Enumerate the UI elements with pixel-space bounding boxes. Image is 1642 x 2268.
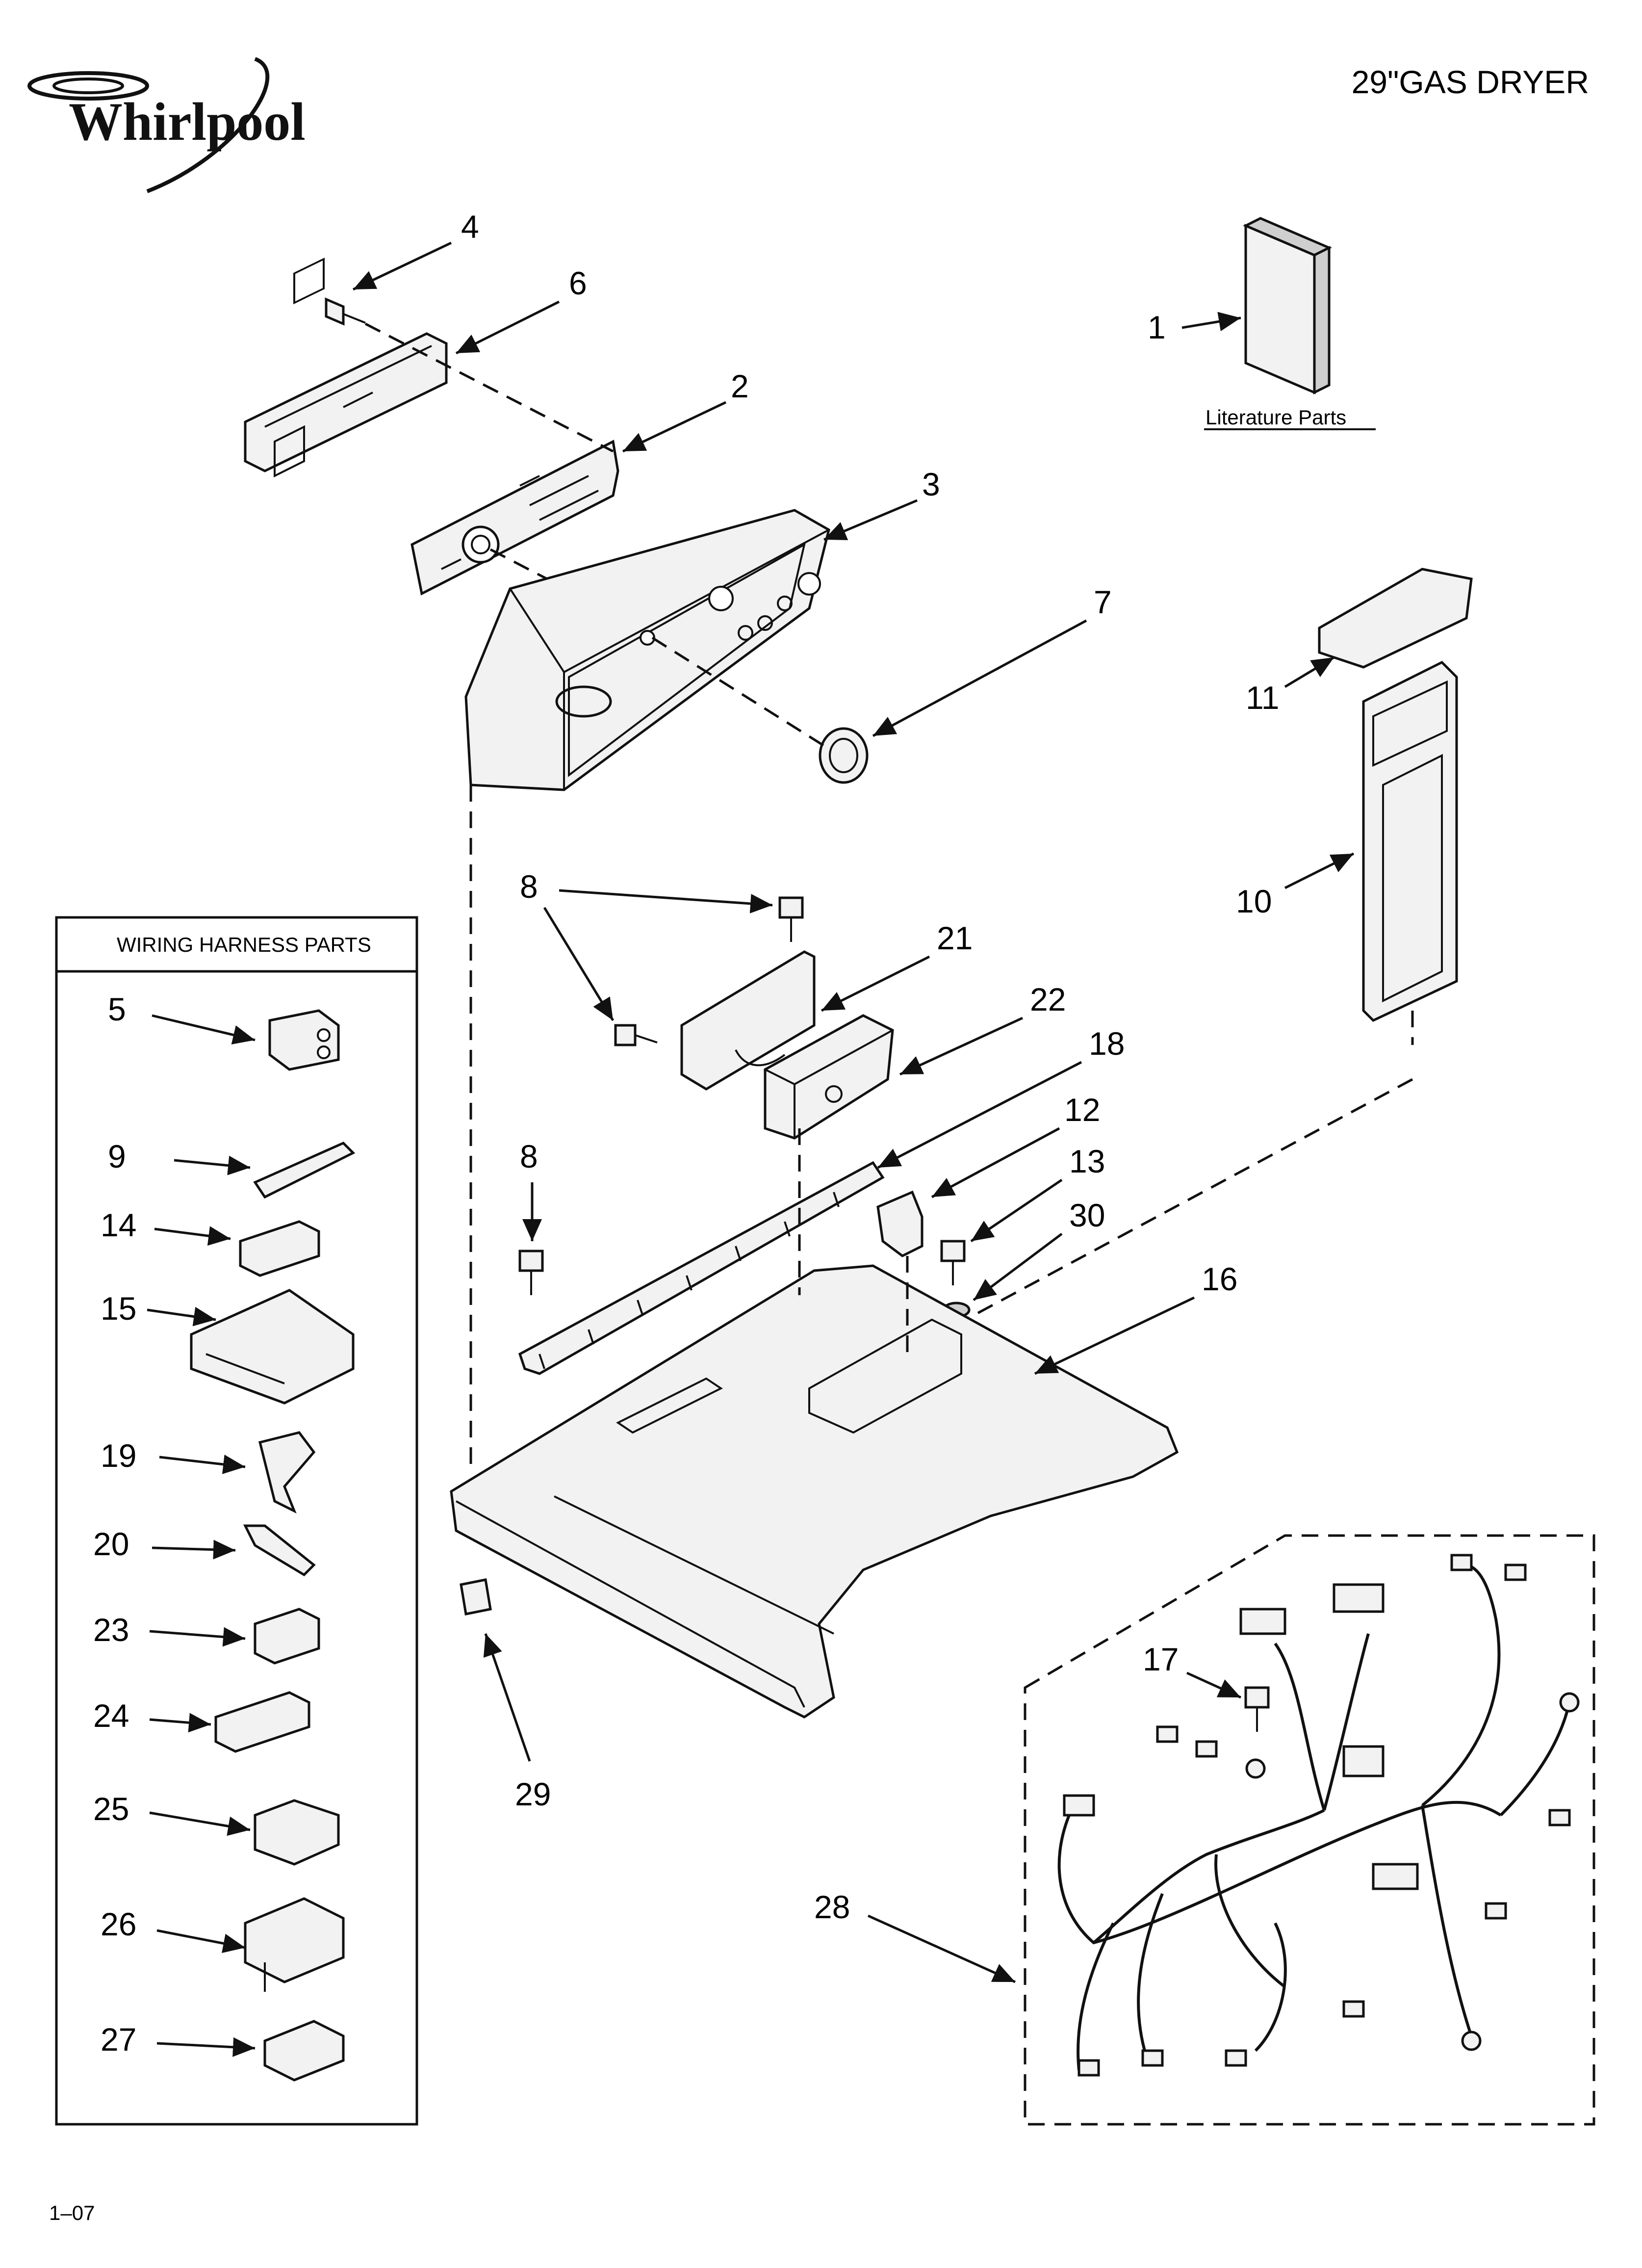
connector-24-icon — [214, 1691, 310, 1753]
callout-18: 18 — [1089, 1025, 1125, 1062]
callout-14: 14 — [101, 1207, 136, 1243]
callout-5: 5 — [108, 991, 126, 1027]
callout-26: 26 — [101, 1906, 136, 1942]
bracket-21 — [680, 950, 816, 1091]
wiring-harness-box — [55, 916, 418, 2126]
callout-11: 11 — [1246, 679, 1280, 716]
callout-23: 23 — [93, 1612, 129, 1648]
callout-4: 4 — [461, 209, 479, 245]
callout-19: 19 — [101, 1437, 136, 1474]
harness-28-box — [1024, 1534, 1595, 2126]
model-title: 29"GAS DRYER — [1352, 64, 1589, 100]
rail-18 — [518, 1161, 885, 1375]
literature-book-icon — [1243, 217, 1332, 395]
callout-16: 16 — [1202, 1261, 1237, 1297]
callout-15: 15 — [101, 1290, 136, 1327]
callout-10: 10 — [1236, 883, 1272, 919]
clip-12-icon — [876, 1190, 924, 1257]
callout-9: 9 — [108, 1138, 126, 1174]
knob-7-icon — [819, 727, 869, 784]
callout-17: 17 — [1143, 1641, 1179, 1677]
screw-13-icon — [940, 1240, 966, 1285]
console-panel-3 — [464, 509, 830, 791]
callout-22: 22 — [1030, 981, 1066, 1017]
callout-13: 13 — [1069, 1143, 1105, 1179]
connector-14-icon — [239, 1220, 320, 1277]
clip-19-icon — [258, 1431, 316, 1514]
screw-8-upper-icon — [614, 896, 804, 1046]
terminal-20-icon — [243, 1524, 316, 1577]
screw-8-lower-icon — [518, 1250, 544, 1295]
callout-20: 20 — [93, 1526, 129, 1562]
callout-1: 1 — [1148, 309, 1166, 345]
whirlpool-logo: Whirlpool — [27, 57, 306, 193]
connector-26-icon — [244, 1897, 345, 1992]
callout-28: 28 — [814, 1889, 850, 1925]
brand-wordmark: Whirlpool — [69, 92, 306, 152]
screw-4-icon — [325, 297, 366, 326]
connector-23-icon — [254, 1608, 320, 1665]
callout-21: 21 — [937, 920, 973, 956]
module-22 — [764, 1014, 894, 1140]
callout-8-upper: 8 — [520, 868, 538, 905]
control-board-2 — [410, 440, 619, 596]
screw-17-icon — [1244, 1686, 1270, 1732]
wiring-harness-28 — [1057, 1554, 1580, 2077]
terminal-9-icon — [253, 1142, 356, 1199]
callout-6: 6 — [569, 265, 587, 301]
wiring-box-title: WIRING HARNESS PARTS — [117, 933, 371, 956]
callout-30: 30 — [1069, 1197, 1105, 1233]
literature-label: Literature Parts — [1206, 406, 1346, 429]
callout-27: 27 — [101, 2021, 136, 2058]
lint-cover-11 — [1318, 568, 1473, 669]
foot-29-icon — [460, 1578, 492, 1616]
console-bracket-6 — [244, 258, 448, 478]
connector-5-icon — [268, 1009, 340, 1071]
date-code: 1–07 — [49, 2201, 95, 2224]
callout-3: 3 — [922, 466, 940, 502]
callout-12: 12 — [1064, 1092, 1100, 1128]
top-panel-16 — [450, 1264, 1179, 1719]
callout-25: 25 — [93, 1791, 129, 1827]
housing-15-icon — [190, 1289, 355, 1405]
callout-8-lower: 8 — [520, 1138, 538, 1174]
callout-2: 2 — [731, 368, 749, 404]
callout-29: 29 — [515, 1776, 551, 1812]
callout-24: 24 — [93, 1697, 129, 1734]
lint-screen-10 — [1362, 660, 1458, 1022]
callout-7: 7 — [1094, 584, 1112, 620]
connector-27-icon — [263, 2020, 345, 2082]
connector-25-icon — [254, 1799, 340, 1866]
